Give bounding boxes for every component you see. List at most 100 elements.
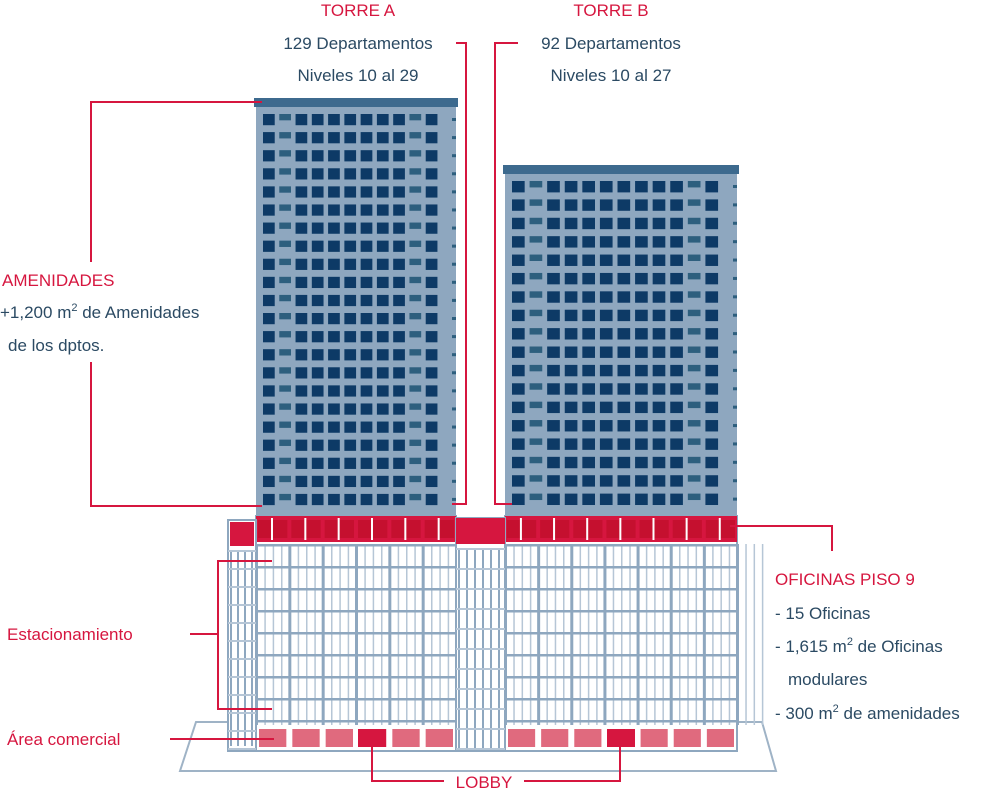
tower-edge-tick [452,136,456,140]
podium [227,515,764,752]
tower-window [360,493,373,506]
tower-edge-tick [452,280,456,284]
tower-window [360,349,373,361]
tower-window [279,222,291,229]
tower-edge-tick [733,295,737,299]
tower-window [409,114,422,121]
tower-window [617,309,631,322]
tower-window [279,258,291,266]
tower-window [687,420,701,427]
tower-window [263,457,275,469]
podium-b-office-mullion [685,518,688,540]
tower-window [328,313,340,325]
tower-window [376,150,389,162]
podium-b-grid-row [505,698,737,701]
tower-window [279,204,291,211]
tower-window [652,420,666,432]
tower-window [547,456,560,469]
connector-office-band [456,518,505,544]
tower-window [652,272,666,285]
tower-window [279,457,291,465]
tower-window [279,294,291,302]
tower-window [409,403,422,410]
left-wing-rail [228,712,256,714]
tower-window [409,168,422,175]
tower-window [311,367,324,379]
tower-window [295,421,308,433]
tower-edge-tick [452,317,456,320]
tower-window [670,346,683,358]
tower-window [547,272,560,285]
connector-rail [456,648,505,650]
tower-window [279,331,291,338]
connector-rail [456,548,505,550]
tower-window [564,401,578,414]
tower-window [670,364,683,377]
tower-edge-tick [452,407,456,411]
tower-window [295,313,308,325]
tower-window [263,331,275,343]
tower-window [617,272,631,285]
tower-window [512,346,525,358]
tower-window [512,456,525,469]
tower-window [652,364,666,377]
tower-window [311,294,324,307]
left-wing-rail [228,730,256,732]
tower-window [582,438,595,450]
tower-window [529,272,543,280]
tower-window [328,168,340,180]
tower-window [263,150,275,162]
tower-window [705,364,719,377]
tower-window [409,222,422,229]
tower-window [599,420,613,432]
tower-window [344,240,357,252]
tower-window [409,313,422,320]
amenities-label: AMENIDADES +1,200 m2 de Amenidades de lo… [0,271,199,355]
tower-window [279,439,291,446]
tower-window [393,204,405,216]
tower-window [670,420,683,432]
tower-window [311,276,324,289]
tower-window [705,493,719,506]
tower-window [564,493,578,506]
tower-window [409,385,422,392]
tower-window [687,456,701,464]
tower-window [263,367,275,379]
tower-window [344,421,357,433]
tower-window [599,383,613,395]
podium-a-retail-bay [292,729,320,747]
tower-window [393,132,405,144]
tower-window [529,493,543,501]
tower-window [635,475,648,487]
tower-window [376,186,389,198]
tower-window [360,403,373,415]
tower-edge-tick [733,221,737,225]
tower-window [279,367,291,374]
tower-window [311,475,324,488]
podium-b-office-mullion [619,518,622,540]
tower-window [393,313,405,325]
tower-window [564,420,578,432]
podium-a-grid-row [256,720,456,723]
podium-b-grid-row [505,654,737,657]
tower-window [687,236,701,243]
tower-window [599,456,613,469]
tower-window [344,385,357,397]
tower-window [376,132,389,144]
tower-window [311,313,324,325]
tower-window [547,364,560,377]
connector-rail [456,628,505,630]
tower-window [425,403,438,415]
podium-b-retail-bay [706,729,734,747]
tower-window [360,222,373,234]
tower-window [360,457,373,469]
amenities-area: +1,200 m2 de Amenidades [0,302,199,322]
tower-roof [503,165,739,174]
tower-window [263,385,275,397]
tower-window [652,291,666,303]
tower-b-title: TORRE B [573,1,648,20]
tower-window [564,328,578,340]
tower-window [376,222,389,234]
tower-window [279,493,291,501]
tower-window [425,114,438,126]
